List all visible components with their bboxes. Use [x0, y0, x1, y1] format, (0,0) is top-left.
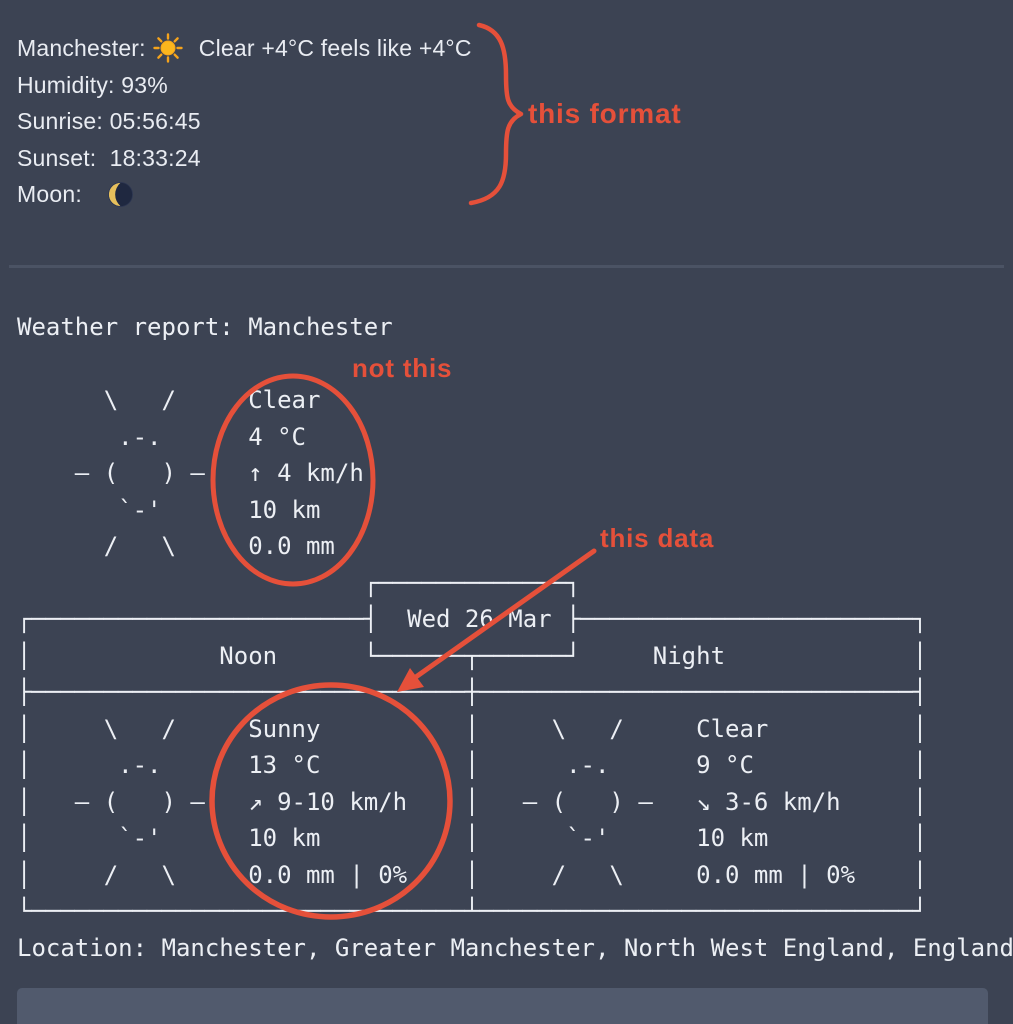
summary-condition-row: Manchester: Clear +4°C feels like +4°C [17, 30, 472, 67]
annotation-label-not-this: not this [352, 353, 453, 383]
summary-moon-row: Moon: [17, 176, 472, 213]
annotation-brace [468, 22, 524, 206]
annotation-label-this-format: this format [528, 98, 682, 129]
annotation-label-this-data: this data [600, 523, 715, 553]
code-block-start [17, 988, 988, 1024]
sun-icon [153, 33, 183, 63]
summary-location-label: Manchester: [17, 35, 146, 61]
weather-report-ascii: Weather report: Manchester \ / Clear .-.… [17, 313, 1013, 962]
summary-sunset: Sunset: 18:33:24 [17, 144, 201, 171]
summary-humidity: Humidity: 93% [17, 71, 168, 98]
summary-moon-label: Moon: [17, 181, 82, 207]
summary-block: Manchester: Clear +4°C feels like +4°C H… [17, 30, 472, 213]
summary-condition-text: Clear +4°C feels like +4°C [198, 35, 472, 61]
summary-sunrise: Sunrise: 05:56:45 [17, 108, 201, 134]
section-divider [9, 265, 1004, 268]
waning-crescent-moon-icon [108, 181, 133, 207]
